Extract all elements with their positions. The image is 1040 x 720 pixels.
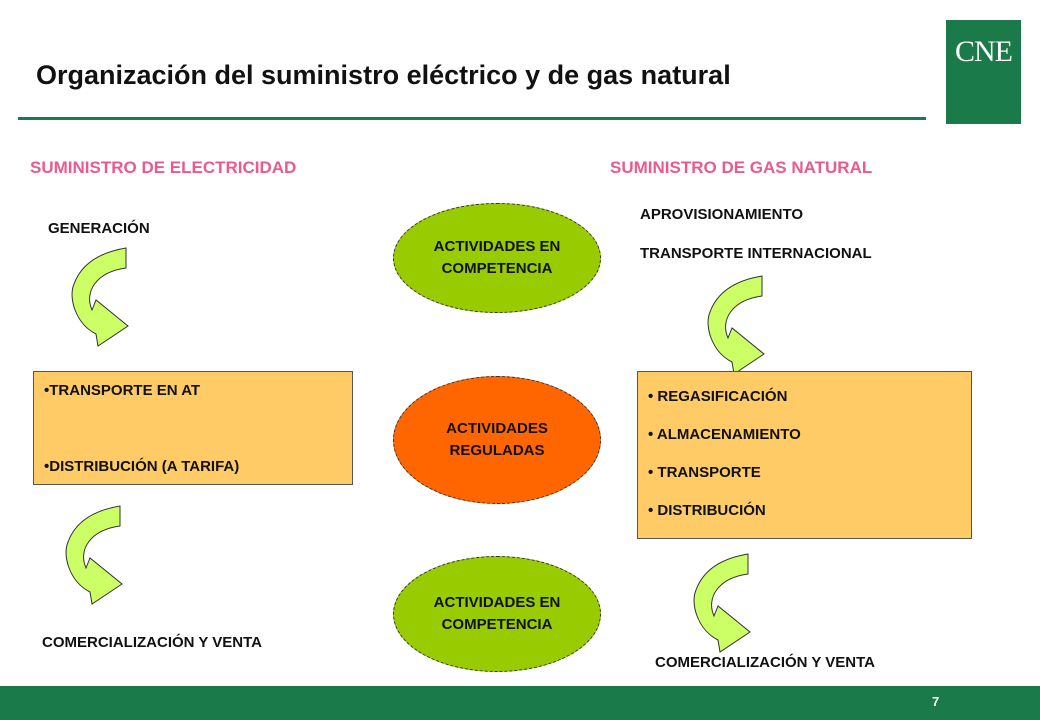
competition-activities-oval-top: ACTIVIDADES EN COMPETENCIA xyxy=(393,203,601,313)
box-item-distribution-tariff: •DISTRIBUCIÓN (A TARIFA) xyxy=(44,458,240,475)
curved-arrow-icon xyxy=(65,505,123,605)
box-item-storage: • ALMACENAMIENTO xyxy=(648,426,801,443)
electricity-commercialization-label: COMERCIALIZACIÓN Y VENTA xyxy=(42,634,263,651)
box-item-transport: • TRANSPORTE xyxy=(648,464,761,481)
box-item-regasification: • REGASIFICACIÓN xyxy=(648,388,788,405)
electricity-regulated-box: •TRANSPORTE EN AT •DISTRIBUCIÓN (A TARIF… xyxy=(33,371,353,485)
page-title: Organización del suministro eléctrico y … xyxy=(36,60,731,90)
competition-activities-oval-bottom: ACTIVIDADES EN COMPETENCIA xyxy=(393,556,601,672)
cne-logo: CNE xyxy=(946,20,1021,124)
gas-commercialization-label: COMERCIALIZACIÓN Y VENTA xyxy=(655,654,876,671)
international-transport-label: TRANSPORTE INTERNACIONAL xyxy=(640,245,872,262)
box-item-transport-at: •TRANSPORTE EN AT xyxy=(44,382,201,399)
curved-arrow-icon xyxy=(693,553,751,653)
regulated-activities-oval: ACTIVIDADES REGULADAS xyxy=(393,376,601,504)
curved-arrow-icon xyxy=(71,247,129,347)
box-item-distribution: • DISTRIBUCIÓN xyxy=(648,502,766,519)
title-underline xyxy=(18,117,926,120)
gas-regulated-box: • REGASIFICACIÓN • ALMACENAMIENTO • TRAN… xyxy=(637,371,972,539)
page-number: 7 xyxy=(932,694,940,709)
electricity-heading: SUMINISTRO DE ELECTRICIDAD xyxy=(30,158,297,177)
gas-heading: SUMINISTRO DE GAS NATURAL xyxy=(610,158,873,177)
oval-label: ACTIVIDADES REGULADAS xyxy=(446,420,548,459)
oval-label: ACTIVIDADES EN COMPETENCIA xyxy=(433,238,561,277)
footer-bar xyxy=(0,686,1040,720)
procurement-label: APROVISIONAMIENTO xyxy=(640,206,804,223)
curved-arrow-icon xyxy=(707,275,765,375)
oval-label: ACTIVIDADES EN COMPETENCIA xyxy=(433,594,561,633)
generation-label: GENERACIÓN xyxy=(48,220,150,237)
